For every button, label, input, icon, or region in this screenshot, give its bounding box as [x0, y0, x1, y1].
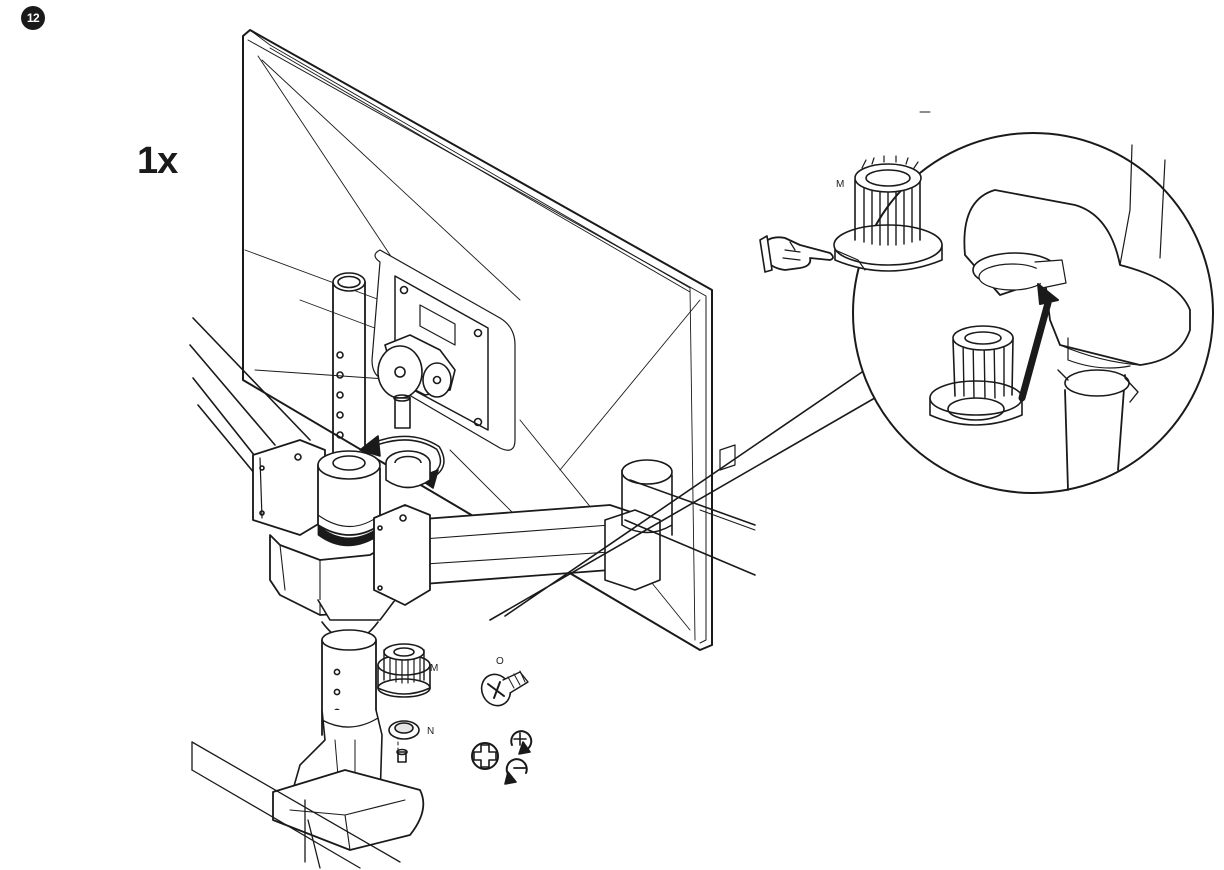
label-o: O: [496, 656, 504, 667]
quantity-label: 1x: [137, 140, 178, 182]
detail-callout: [489, 111, 1214, 621]
rotate-clockwise-plus-icon: [510, 730, 533, 755]
part-o-screw: [480, 670, 529, 707]
insert-direction-arrow: [1018, 299, 1052, 402]
hub: [269, 435, 445, 616]
pole-upper: [332, 272, 366, 466]
label-m-detail: M: [836, 179, 845, 190]
part-m-detail: [833, 155, 943, 272]
step-number-badge: 12: [21, 6, 45, 30]
pointing-hand-icon: [759, 235, 834, 273]
monitor: [242, 29, 713, 651]
part-m-small: [377, 643, 431, 761]
pole-lower: [191, 599, 425, 869]
label-m-main: M: [430, 663, 439, 674]
phillips-screwdriver-icon: [471, 742, 499, 770]
part-n: [388, 720, 420, 763]
label-n: N: [427, 726, 435, 737]
rotate-counterclockwise-minus-icon: [504, 758, 528, 785]
